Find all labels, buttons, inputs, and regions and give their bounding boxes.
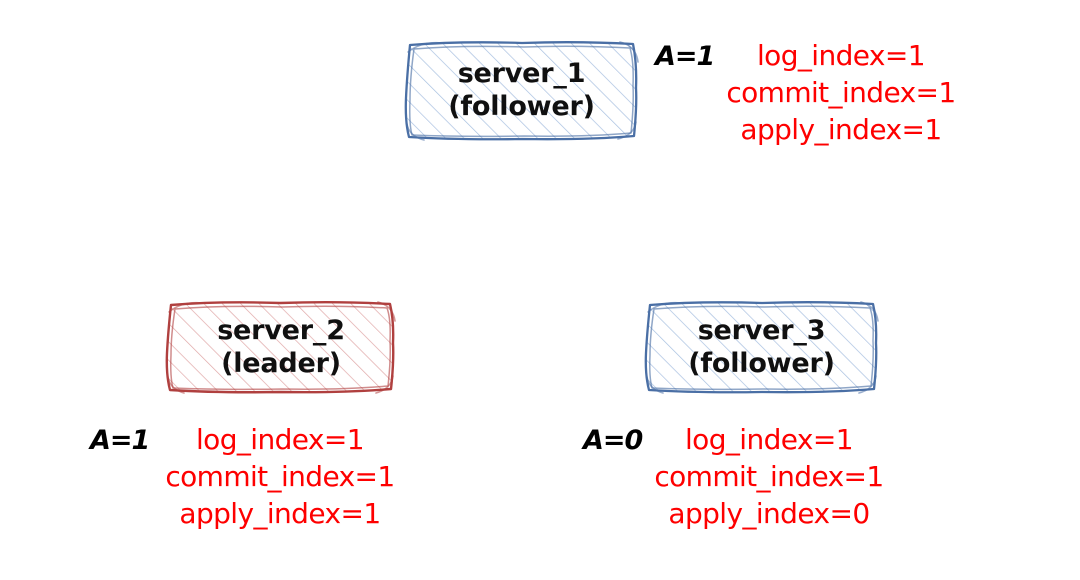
server-3-index-lines: log_index=1 commit_index=1 apply_index=0 xyxy=(654,422,884,533)
annotation-server-1-state: A=1 log_index=1 commit_index=1 apply_ind… xyxy=(655,38,956,149)
server-1-index-lines: log_index=1 commit_index=1 apply_index=1 xyxy=(726,38,956,149)
server-3-label-group: server_3 (follower) xyxy=(638,297,885,398)
server-2-commit-index: commit_index=1 xyxy=(165,459,395,493)
node-server-1[interactable]: server_1 (follower) xyxy=(398,36,645,146)
annotation-server-2-state: A=1 log_index=1 commit_index=1 apply_ind… xyxy=(90,422,395,533)
server-2-a-value: A=1 xyxy=(90,425,150,456)
server-3-commit-index: commit_index=1 xyxy=(654,459,884,493)
server-1-apply-index: apply_index=1 xyxy=(740,112,942,146)
server-3-title: server_3 xyxy=(697,314,826,346)
server-2-apply-index: apply_index=1 xyxy=(179,496,381,530)
server-2-role: (leader) xyxy=(221,347,341,379)
annotation-server-3-state: A=0 log_index=1 commit_index=1 apply_ind… xyxy=(583,422,884,533)
server-2-label-group: server_2 (leader) xyxy=(160,297,402,398)
server-1-a-value: A=1 xyxy=(655,41,715,72)
server-2-log-index: log_index=1 xyxy=(195,423,365,456)
server-1-role: (follower) xyxy=(448,91,595,122)
server-3-a-value: A=0 xyxy=(583,425,643,456)
server-1-log-index: log_index=1 xyxy=(756,39,926,72)
server-1-commit-index: commit_index=1 xyxy=(726,75,956,109)
server-1-label-group: server_1 (follower) xyxy=(398,36,645,146)
server-3-apply-index: apply_index=0 xyxy=(668,496,870,530)
server-3-role: (follower) xyxy=(688,347,835,379)
server-2-index-lines: log_index=1 commit_index=1 apply_index=1 xyxy=(165,422,395,533)
node-server-2[interactable]: server_2 (leader) xyxy=(160,297,402,398)
server-2-title: server_2 xyxy=(217,314,345,346)
node-server-3[interactable]: server_3 (follower) xyxy=(638,297,885,398)
server-3-log-index: log_index=1 xyxy=(684,423,854,456)
server-1-title: server_1 xyxy=(457,58,586,90)
